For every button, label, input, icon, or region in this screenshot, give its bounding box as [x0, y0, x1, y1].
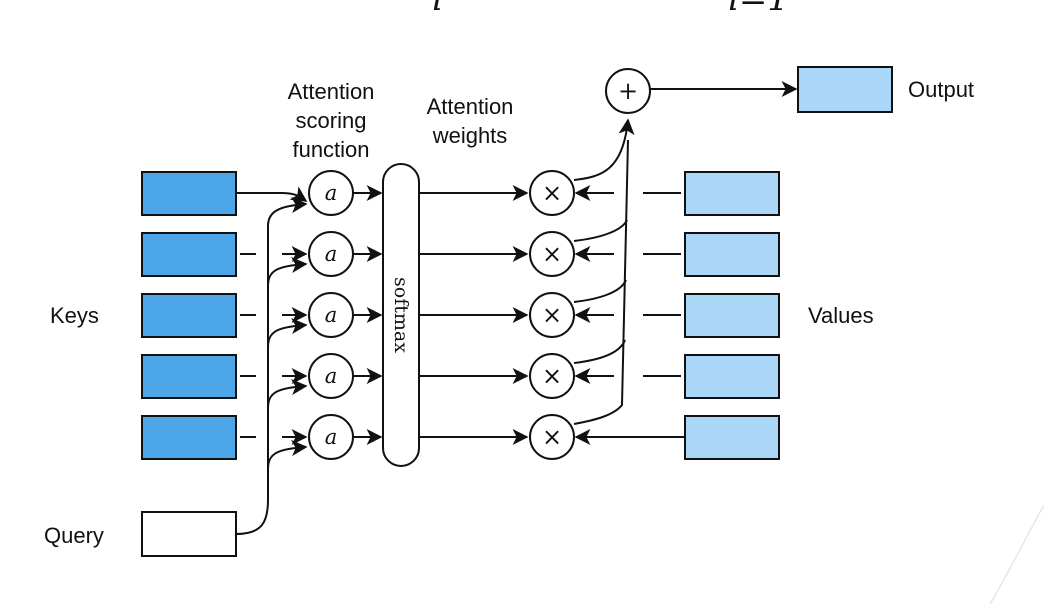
- formula-fragment-left: i: [432, 0, 443, 19]
- multiply-node: [529, 353, 575, 399]
- sum-node-symbol: +: [618, 77, 638, 105]
- multiply-nodes: × × × × ×: [529, 170, 575, 460]
- values-label: Values: [808, 303, 874, 328]
- scoring-function-label-1: Attention: [288, 79, 375, 104]
- weights-label-2: weights: [432, 123, 508, 148]
- softmax-label: softmax: [390, 277, 412, 353]
- value-wires: [574, 185, 685, 445]
- value-box: [684, 171, 780, 216]
- key-box: [141, 171, 237, 216]
- scoring-node-symbol: a: [325, 364, 338, 388]
- keys-label: Keys: [50, 303, 99, 328]
- key-box: [141, 293, 237, 338]
- multiply-node-symbol: ×: [542, 179, 562, 207]
- collector-wires: [573, 118, 635, 425]
- key-wires: [236, 186, 308, 445]
- output-label: Output: [908, 77, 974, 102]
- scoring-node-symbol: a: [325, 242, 338, 266]
- value-box: [684, 415, 780, 460]
- key-box: [141, 232, 237, 277]
- scoring-node-symbol: a: [325, 425, 338, 449]
- key-box: [141, 415, 237, 460]
- scoring-node-symbol: a: [325, 181, 338, 205]
- multiply-node-symbol: ×: [542, 301, 562, 329]
- multiply-node: [529, 231, 575, 277]
- multiply-node-symbol: ×: [542, 240, 562, 268]
- weights-label-1: Attention: [427, 94, 514, 119]
- query-wires: [235, 197, 308, 535]
- query-box: [141, 511, 237, 557]
- corner-decoration: [989, 504, 1044, 604]
- multiply-node: [529, 170, 575, 216]
- score-wires: [353, 185, 383, 445]
- multiply-node: [529, 414, 575, 460]
- key-box: [141, 354, 237, 399]
- keys-column: [141, 171, 237, 460]
- scoring-nodes: a a a a a: [308, 170, 354, 460]
- value-box: [684, 354, 780, 399]
- value-box: [684, 293, 780, 338]
- scoring-function-label-2: scoring: [296, 108, 367, 133]
- multiply-node: [529, 292, 575, 338]
- multiply-node-symbol: ×: [542, 423, 562, 451]
- value-box: [684, 232, 780, 277]
- values-column: [684, 171, 780, 460]
- query-label: Query: [44, 523, 104, 548]
- scoring-function-label-3: function: [292, 137, 369, 162]
- output-box: [797, 66, 893, 113]
- scoring-node-symbol: a: [325, 303, 338, 327]
- multiply-node-symbol: ×: [542, 362, 562, 390]
- formula-fragment-right: i=1: [728, 0, 789, 19]
- sum-node: [605, 68, 651, 114]
- weight-wires: [419, 185, 529, 445]
